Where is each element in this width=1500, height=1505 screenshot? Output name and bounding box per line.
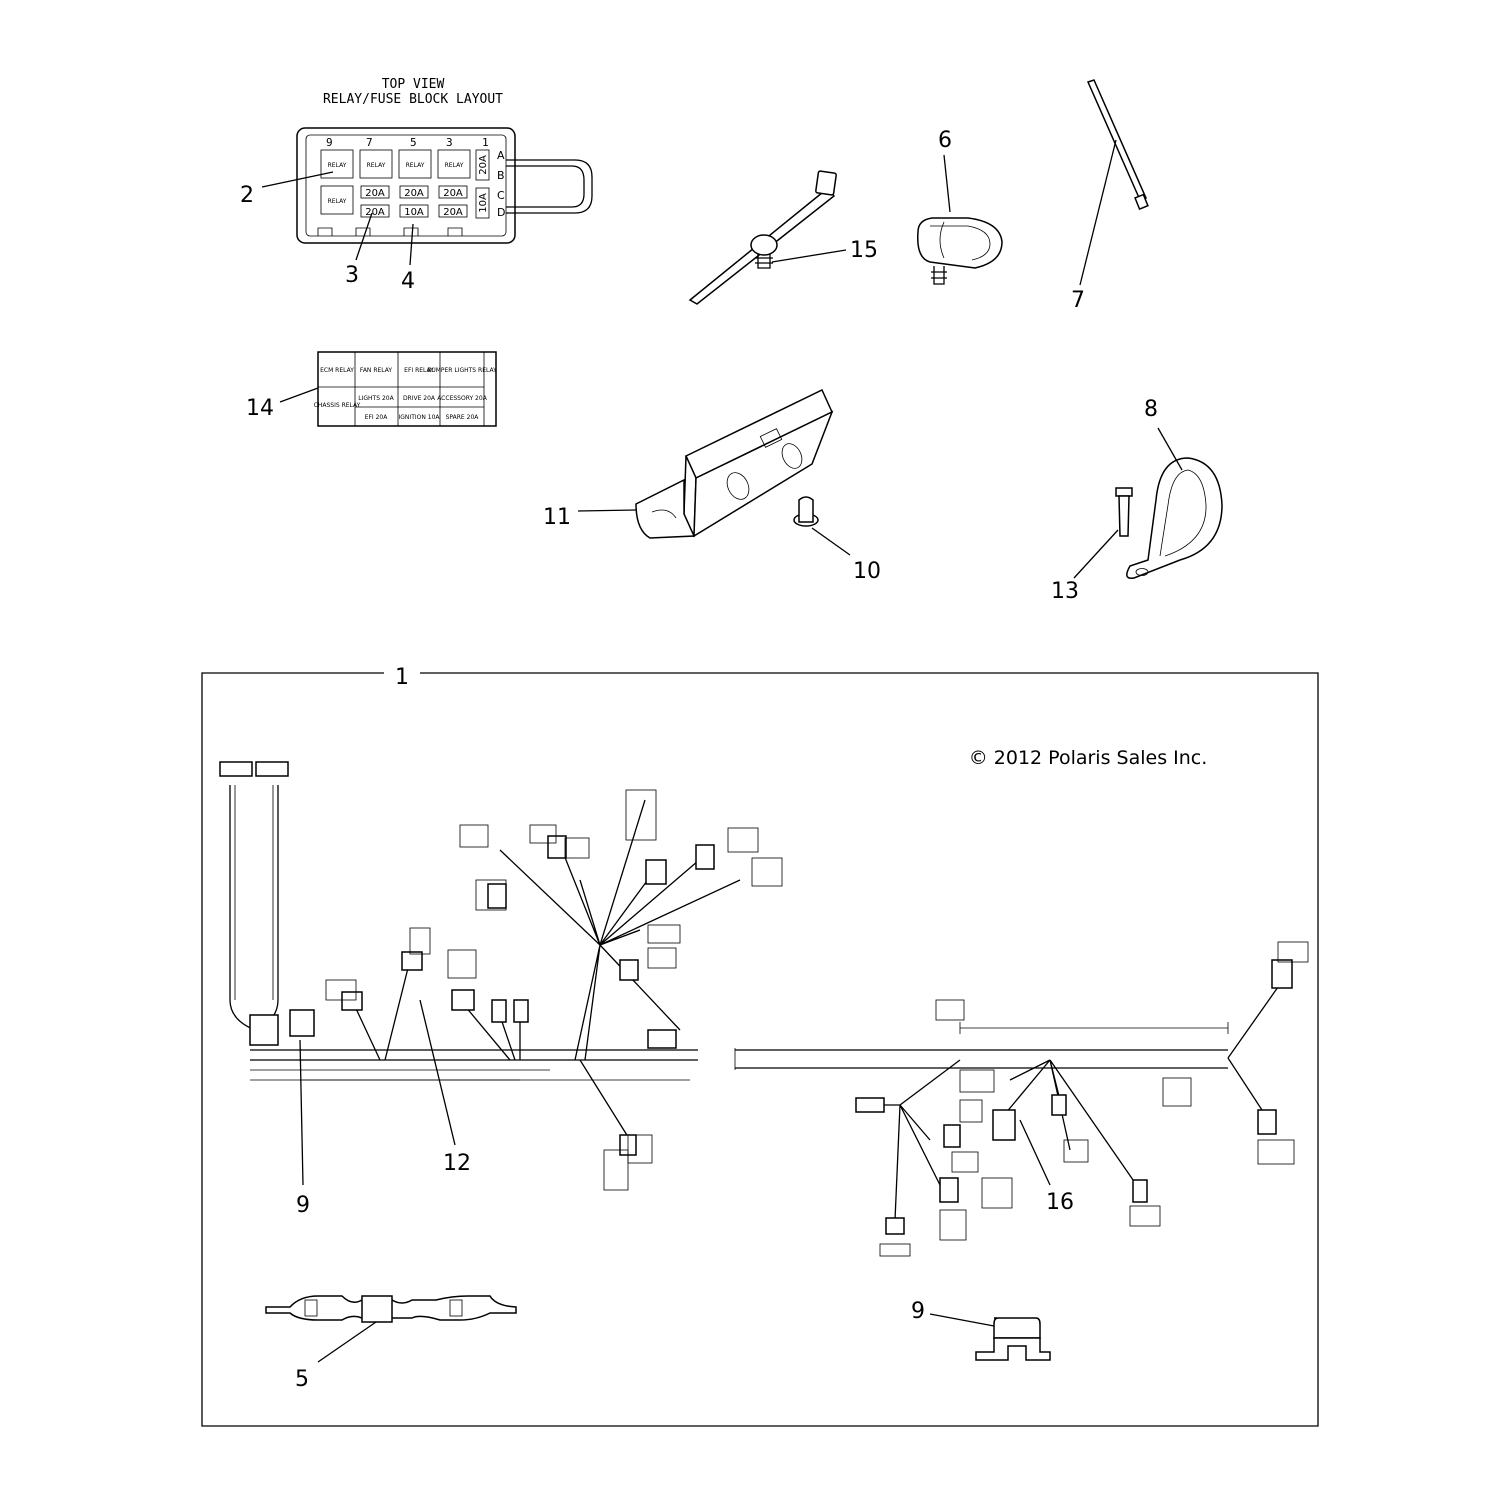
fuse-r1-3: 20A [443,188,463,199]
callout-1: 1 [395,665,409,690]
push-rivet: 10 [793,496,881,584]
harness-frame: 1 © 2012 Polaris Sales Inc. [201,665,1319,1427]
label-drive-20a: DRIVE 20A [403,395,436,402]
fuse-block-num-3: 3 [446,136,453,149]
fuse-block-layout: TOP VIEW RELAY/FUSE BLOCK LAYOUT 9 7 5 3… [240,77,593,294]
relay-slot-2 [359,149,393,179]
relay-label-3: RELAY [406,162,425,169]
clamp-and-bolt: 8 13 [1051,397,1223,604]
label-lights-20a: LIGHTS 20A [358,395,394,402]
callout-3: 3 [345,263,359,288]
relay-slot-4 [437,149,471,179]
label-spare-20a: SPARE 20A [446,414,480,421]
callout-4: 4 [401,269,415,294]
main-wiring-harness [219,761,783,1191]
callout-12: 12 [443,1151,471,1176]
cable-tie: 7 [1071,79,1149,313]
row-letter-A: A [497,149,505,162]
callout-6: 6 [938,128,952,153]
edge-clip: 6 [917,128,1003,285]
fuse-block-num-7: 7 [366,136,373,149]
fuse-label-decal: ECM RELAY FAN RELAY EFI RELAY BUMPER LIG… [246,351,497,427]
callout-9-harness: 9 [296,1193,310,1218]
fuse-block-title-line2: RELAY/FUSE BLOCK LAYOUT [323,92,503,107]
fuse-block-num-5: 5 [410,136,417,149]
callout-13: 13 [1051,579,1079,604]
callout-7: 7 [1071,288,1085,313]
label-chassis-relay: CHASSIS RELAY [314,402,361,409]
cable-tie-push-mount: 15 [688,170,878,305]
fuse-side-1: 20A [478,155,489,175]
label-accessory-20a: ACCESSORY 20A [437,395,488,402]
label-bumper-lights-relay: BUMPER LIGHTS RELAY [427,367,497,374]
row-letter-C: C [497,189,505,202]
callout-8: 8 [1144,397,1158,422]
fuse-r2-2: 10A [404,207,424,218]
callout-14: 14 [246,396,274,421]
callout-5: 5 [295,1367,309,1392]
fuse-block-title-line1: TOP VIEW [382,77,445,92]
label-efi-20a: EFI 20A [365,414,389,421]
relay-label-5: RELAY [328,198,347,205]
relay-slot-5 [320,185,354,215]
fuse-side-2: 10A [478,193,489,213]
callout-16: 16 [1046,1190,1074,1215]
fuse-r1-1: 20A [365,188,385,199]
label-ecm-relay: ECM RELAY [320,367,354,374]
label-ignition-10a: IGNITION 10A [399,414,441,421]
row-letter-D: D [497,206,505,219]
relay-label-4: RELAY [445,162,464,169]
row-letter-B: B [497,169,505,182]
terminal-boot: 9 [911,1299,1051,1361]
secondary-wiring-harness [734,941,1309,1257]
relay-label-1: RELAY [328,162,347,169]
fuse-block-num-9: 9 [326,136,333,149]
label-efi-relay: EFI RELAY [404,367,434,374]
fuse-r2-3: 20A [443,207,463,218]
relay-slot-1 [320,149,354,179]
callout-2: 2 [240,183,254,208]
callout-15: 15 [850,238,878,263]
mounting-bracket: 11 [543,388,834,539]
relay-label-2: RELAY [367,162,386,169]
callout-9-boot: 9 [911,1299,925,1324]
relay-slot-3 [398,149,432,179]
inline-fuse-holder: 5 [265,1295,517,1392]
label-fan-relay: FAN RELAY [360,367,392,374]
copyright-text: © 2012 Polaris Sales Inc. [969,747,1208,769]
fuse-r2-1: 20A [365,207,385,218]
callout-10: 10 [853,559,881,584]
callout-11: 11 [543,505,571,530]
fuse-block-num-1: 1 [482,136,489,149]
fuse-r1-2: 20A [404,188,424,199]
